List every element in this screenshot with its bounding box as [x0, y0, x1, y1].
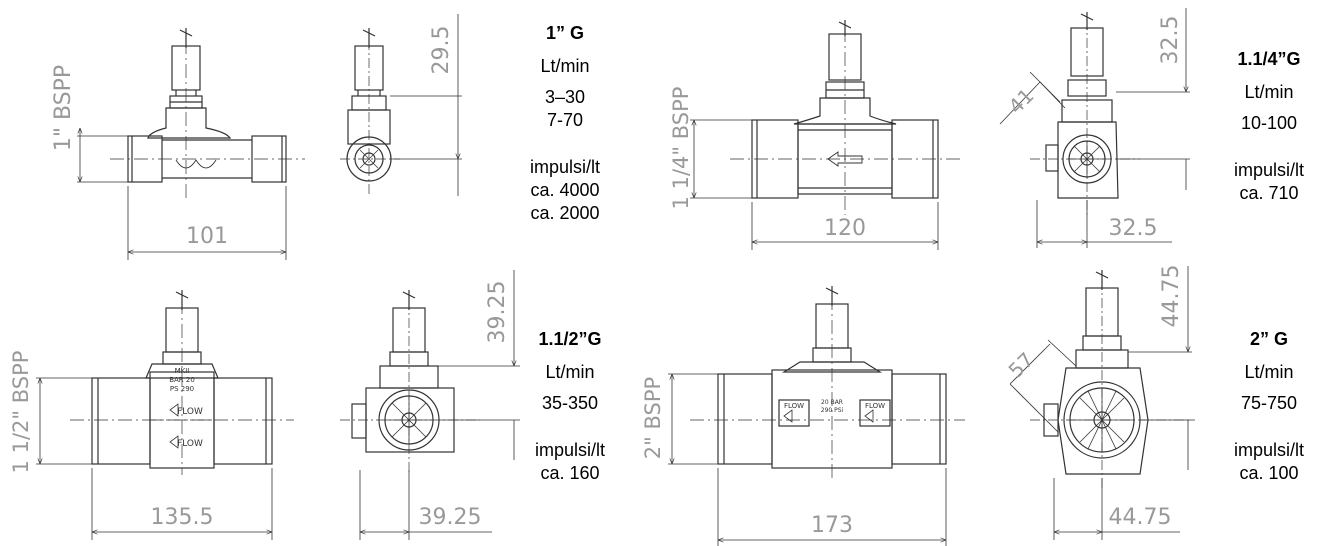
panel-3-side-view: [340, 270, 520, 540]
panel-2-size: 1.1/4”G: [1237, 49, 1301, 69]
panel-3-mark-ps: PS 290: [170, 385, 194, 393]
panel-1-flow-range-2: 7-70: [546, 110, 584, 130]
panel-1-flow-range-1: 3–30: [544, 87, 586, 107]
panel-1-pulse-1: ca. 4000: [530, 180, 600, 200]
panel-2-side-view: [999, 8, 1190, 248]
panel-4-pulse-1: ca. 100: [1239, 463, 1299, 483]
panel-4-flow-unit: Lt/min: [1244, 362, 1294, 382]
panel-2-side-dim: 32.5: [1109, 216, 1158, 241]
panel-4-flow-range-1: 75-750: [1240, 393, 1298, 413]
panel-3-front-view: [36, 290, 294, 540]
panel-1-specs: 1” G Lt/min 3–30 7-70 impulsi/lt ca. 400…: [515, 22, 615, 225]
panel-4-side-dim: 44.75: [1109, 505, 1172, 530]
panel-3-size: 1.1/2”G: [538, 329, 602, 349]
panel-3-mark-model: MKII: [175, 367, 190, 375]
panel-4-height-dim: 44.75: [1159, 265, 1184, 328]
panel-2-flow-range-1: 10-100: [1240, 113, 1298, 133]
panel-4-diag-dim: 57: [1004, 348, 1039, 383]
panel-2-specs: 1.1/4”G Lt/min 10-100 impulsi/lt ca. 710: [1214, 48, 1324, 205]
panel-1-height-dim: 29.5: [429, 26, 454, 75]
panel-4-mark-psi: 290 PSi: [821, 407, 844, 414]
panel-4-flow-mark-1: FLOW: [784, 402, 804, 410]
panel-3-flow-mark-1: FLOW: [177, 407, 203, 417]
panel-1-side-view: [340, 14, 462, 196]
panel-3-flow-range-1: 35-350: [541, 393, 599, 413]
panel-1-thread-label: 1" BSPP: [51, 65, 76, 151]
panel-3-flow-unit: Lt/min: [545, 362, 595, 382]
panel-4-side-view: [1009, 266, 1195, 540]
panel-3-pulse-unit: impulsi/lt: [534, 440, 605, 460]
panel-3-specs: 1.1/2”G Lt/min 35-350 impulsi/lt ca. 160: [515, 328, 625, 485]
panel-3-mark-bar: BAR 20: [169, 376, 195, 384]
panel-3-length-dim: 135.5: [151, 505, 214, 530]
panel-2-thread-label: 1 1/4" BSPP: [669, 87, 693, 210]
panel-4-thread-label: 2" BSPP: [641, 377, 665, 459]
panel-3-pulse-1: ca. 160: [540, 463, 600, 483]
panel-3-height-dim: 39.25: [485, 281, 510, 344]
panel-3-thread-label: 1 1/2" BSPP: [9, 351, 33, 474]
panel-3-flow-mark-2: FLOW: [177, 439, 203, 449]
panel-2-pulse-1: ca. 710: [1239, 183, 1299, 203]
panel-4-length-dim: 173: [811, 513, 853, 538]
panel-1-flow-unit: Lt/min: [540, 56, 590, 76]
panel-4-specs: 2” G Lt/min 75-750 impulsi/lt ca. 100: [1214, 328, 1324, 485]
panel-1-length-dim: 101: [186, 224, 228, 249]
panel-4-flow-mark-2: FLOW: [865, 402, 885, 410]
panel-1-front-view: [77, 28, 305, 260]
panel-2-front-view: [690, 20, 960, 250]
panel-2-length-dim: 120: [824, 216, 866, 241]
panel-2-pulse-unit: impulsi/lt: [1233, 160, 1304, 180]
panel-4-size: 2” G: [1249, 329, 1288, 349]
panel-4-pulse-unit: impulsi/lt: [1233, 440, 1304, 460]
panel-1-pulse-unit: impulsi/lt: [529, 157, 600, 177]
panel-4-mark-bar: 20 BAR: [821, 399, 843, 406]
panel-2-flow-unit: Lt/min: [1244, 82, 1294, 102]
panel-3-side-dim: 39.25: [419, 505, 482, 530]
panel-2-height-dim: 32.5: [1158, 16, 1183, 65]
panel-1-size: 1” G: [545, 23, 584, 43]
panel-4-front-view: [668, 286, 965, 546]
panel-1-pulse-2: ca. 2000: [530, 203, 600, 223]
